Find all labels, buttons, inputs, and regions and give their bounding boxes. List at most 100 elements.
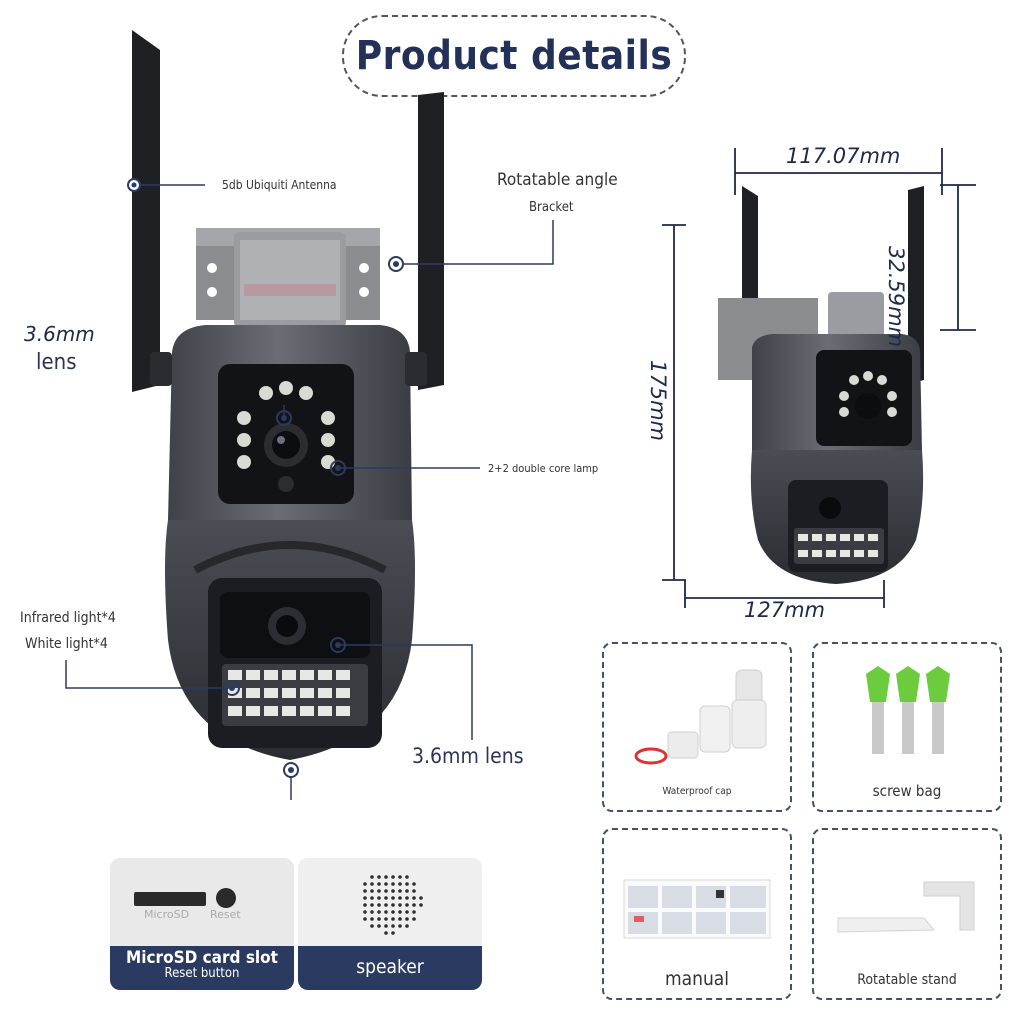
antenna-label: 5db Ubiquiti Antenna [222,178,337,192]
speaker-hole [405,910,409,914]
speaker-hole [405,875,409,879]
speaker-hole [391,889,395,893]
speaker-hole [384,896,388,900]
top-cylinder [234,232,346,328]
speaker-hole [384,889,388,893]
speaker-hole [391,903,395,907]
callout-dots [127,178,404,778]
top-width-dimension: 117.07mm [786,144,901,168]
speaker-hole [412,903,416,907]
bottom-lens-label: 3.6mm lens [412,744,524,768]
speaker-hole [391,910,395,914]
top-lens-size-label: 3.6mm [24,322,95,346]
speaker-hole [370,924,374,928]
speaker-hole [363,889,367,893]
speaker-hole [412,889,416,893]
top-lens-module [218,364,354,504]
main-camera-illustration [65,30,554,800]
bracket-title-label: Rotatable angle [497,170,618,190]
antenna-right [418,92,444,390]
speaker-hole [398,896,402,900]
speaker-hole [412,917,416,921]
bottom-lens-module [208,578,382,748]
reset-print-label: Reset [210,908,241,921]
speaker-hole [384,903,388,907]
speaker-hole [370,896,374,900]
speaker-hole [377,875,381,879]
speaker-hole [391,924,395,928]
speaker-hole [412,896,416,900]
speaker-hole [363,882,367,886]
speaker-hole [370,917,374,921]
speaker-hole [384,917,388,921]
accessory-label: Rotatable stand [857,972,957,988]
speaker-hole [370,910,374,914]
speaker-hole [398,910,402,914]
speaker-hole [384,882,388,886]
speaker-hole [363,903,367,907]
speaker-hole [391,917,395,921]
bottom-width-dimension: 127mm [744,598,825,622]
microsd-title: MicroSD card slot [126,948,278,968]
speaker-hole [398,889,402,893]
antenna-left [132,30,160,392]
microsd-print-label: MicroSD [144,908,190,921]
speaker-hole [405,889,409,893]
speaker-hole [398,903,402,907]
speaker-hole [398,917,402,921]
speaker-hole [405,917,409,921]
page-title: Product details [355,33,673,79]
rotatable-stand-icon [837,881,975,933]
speaker-hole [419,896,423,900]
speaker-hole [405,903,409,907]
top-lens-word-label: lens [36,350,77,375]
speaker-caption-band: speaker [298,946,482,990]
speaker-hole [377,882,381,886]
speaker-hole [363,917,367,921]
microsd-feature-photo: MicroSD Reset MicroSD card slot Reset bu… [110,858,294,990]
speaker-feature-photo: speaker [298,858,482,990]
speaker-hole [377,917,381,921]
accessory-card-rotatable-stand: Rotatable stand [812,828,1002,1000]
white-light-label: White light*4 [25,636,108,652]
speaker-hole [370,889,374,893]
microsd-caption-band: MicroSD card slot Reset button [110,946,294,990]
speaker-hole [398,882,402,886]
accessory-label: Waterproof cap [662,786,732,797]
dimension-camera-illustration [662,148,976,608]
speaker-hole [412,882,416,886]
waterproof-cap-icon [634,669,767,765]
accessory-label: screw bag [872,782,942,800]
bracket-sub-label: Bracket [529,200,574,215]
speaker-hole [384,910,388,914]
speaker-label: speaker [356,956,424,978]
speaker-hole [398,924,402,928]
speaker-hole [419,903,423,907]
title-pill: Product details [342,15,686,97]
speaker-hole [391,931,395,935]
manual-icon [623,879,771,939]
speaker-hole [391,875,395,879]
speaker-hole [370,903,374,907]
reset-button-label: Reset button [164,966,240,981]
speaker-hole [370,875,374,879]
height-dimension: 175mm [646,360,670,441]
lamp-label: 2+2 double core lamp [488,462,599,475]
speaker-hole [384,875,388,879]
speaker-hole [412,910,416,914]
screw-bag-icon [866,666,950,754]
speaker-hole [370,882,374,886]
accessory-card-screw-bag: screw bag [812,642,1002,812]
accessory-label: manual [664,968,730,990]
speaker-hole [377,896,381,900]
speaker-hole [377,889,381,893]
speaker-hole [363,910,367,914]
accessory-card-manual: manual [602,828,792,1000]
speaker-hole [377,903,381,907]
infrared-label: Infrared light*4 [20,610,116,626]
speaker-hole [405,896,409,900]
speaker-hole [377,910,381,914]
speaker-hole [391,896,395,900]
dimension-lines [662,148,976,608]
